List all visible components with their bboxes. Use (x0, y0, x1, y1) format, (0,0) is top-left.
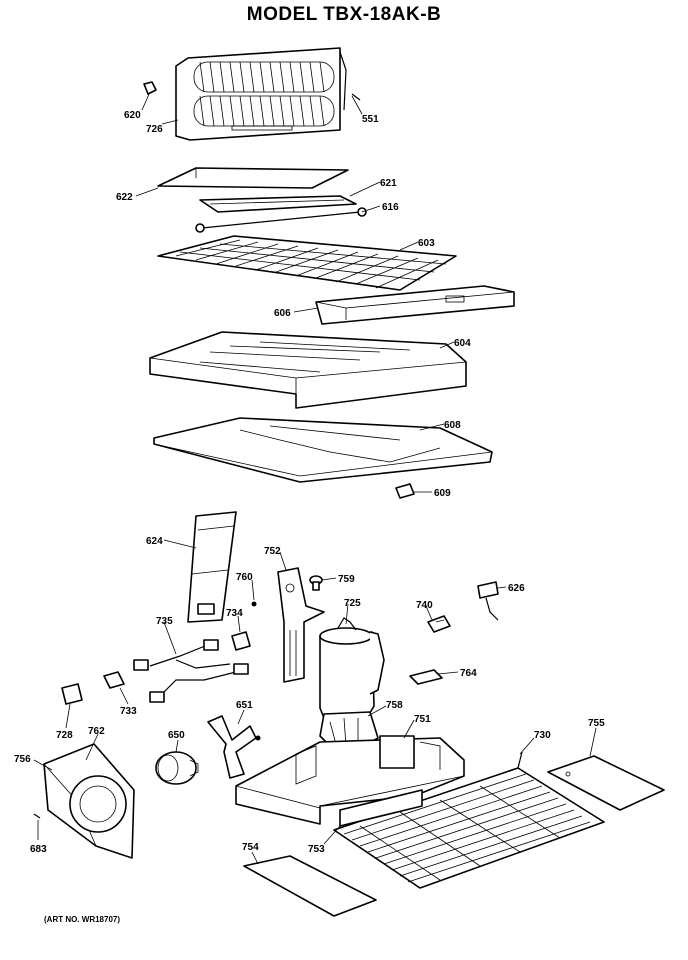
diagram-title: MODEL TBX-18AK-B (246, 4, 442, 25)
evaporator-coil-726 (175, 47, 347, 141)
label-622: 622 (116, 192, 133, 203)
fan-shroud-762 (43, 743, 135, 859)
label-758: 758 (386, 700, 403, 711)
screw-551 (351, 93, 361, 101)
cover-755 (547, 755, 665, 811)
grille-603 (157, 235, 457, 291)
clip-620 (143, 81, 157, 95)
label-753: 753 (308, 844, 325, 855)
label-650: 650 (168, 730, 185, 741)
condenser-730 (333, 751, 605, 889)
label-740: 740 (416, 600, 433, 611)
label-728: 728 (56, 730, 73, 741)
duct-624 (187, 511, 237, 623)
screw-760 (251, 601, 257, 607)
fan-motor-650 (155, 751, 199, 785)
label-754: 754 (242, 842, 259, 853)
base-751 (235, 735, 465, 825)
compressor-725 (319, 617, 385, 719)
label-759: 759 (338, 574, 355, 585)
label-760: 760 (236, 572, 253, 583)
fan-blade-651 (207, 715, 261, 779)
grommet-759 (309, 575, 323, 591)
label-551: 551 (362, 114, 379, 125)
label-608: 608 (444, 420, 461, 431)
defrost-heater-621 (199, 195, 357, 213)
block-728 (61, 683, 83, 705)
part-labels: 620 726 551 622 621 616 603 606 604 608 … (14, 110, 605, 855)
connector-733 (103, 671, 125, 689)
label-609: 609 (434, 488, 451, 499)
drain-pan-608 (153, 417, 493, 483)
label-626: 626 (508, 583, 525, 594)
bracket-752 (277, 567, 325, 683)
label-730: 730 (534, 730, 551, 741)
label-621: 621 (380, 178, 397, 189)
relay-740 (427, 615, 451, 633)
label-734: 734 (226, 608, 243, 619)
label-751: 751 (414, 714, 431, 725)
fitting-609 (395, 483, 415, 499)
label-735: 735 (156, 616, 173, 627)
label-616: 616 (382, 202, 399, 213)
label-606: 606 (274, 308, 291, 319)
label-624: 624 (146, 536, 163, 547)
label-620: 620 (124, 110, 141, 121)
label-683: 683 (30, 844, 47, 855)
cover-754 (243, 855, 377, 917)
label-762: 762 (88, 726, 105, 737)
channel-606 (315, 285, 515, 325)
label-726: 726 (146, 124, 163, 135)
capacitor-734 (231, 631, 251, 651)
tray-604 (149, 331, 467, 409)
plug-626 (477, 581, 499, 621)
label-725: 725 (344, 598, 361, 609)
label-651: 651 (236, 700, 253, 711)
plate-753 (339, 789, 423, 827)
wiring-harness-735 (133, 639, 249, 703)
label-764: 764 (460, 668, 477, 679)
label-752: 752 (264, 546, 281, 557)
heater-bracket-622 (157, 167, 349, 189)
label-604: 604 (454, 338, 471, 349)
label-756: 756 (14, 754, 31, 765)
terminal-764 (409, 669, 443, 685)
label-755: 755 (588, 718, 605, 729)
label-603: 603 (418, 238, 435, 249)
art-number: (ART NO. WR18707) (44, 915, 121, 924)
screw-683 (33, 813, 41, 819)
label-733: 733 (120, 706, 137, 717)
leader-lines (33, 91, 597, 865)
